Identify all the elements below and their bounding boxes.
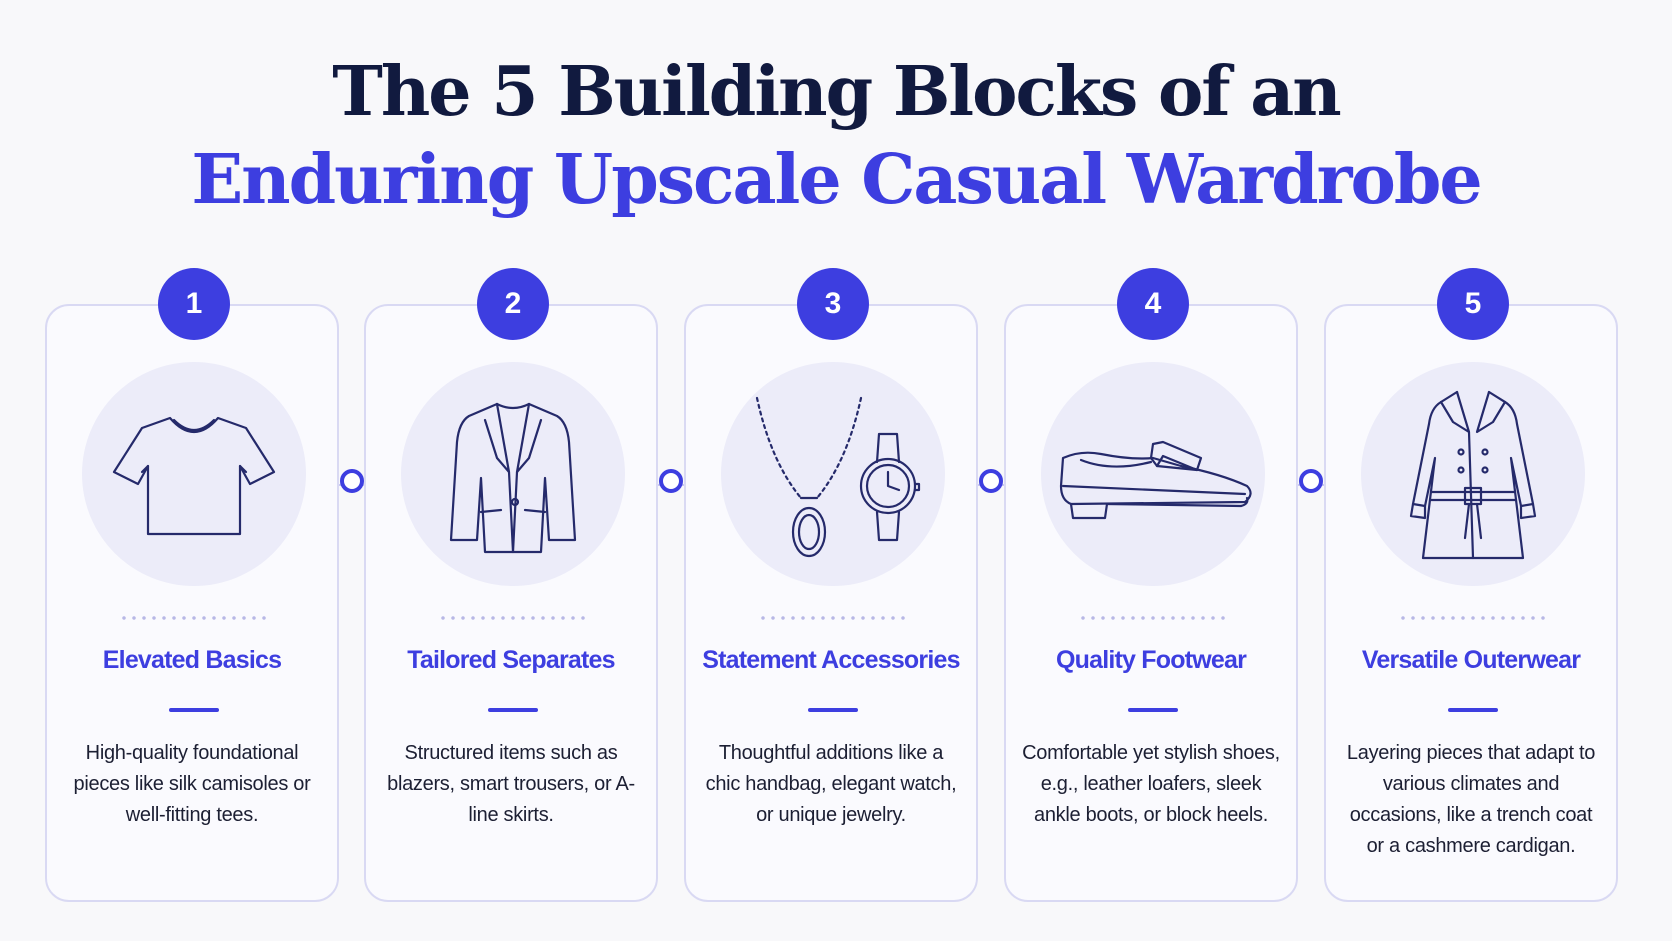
block-description: Layering pieces that adapt to various cl… (1346, 742, 1596, 857)
dotted-divider (1078, 616, 1228, 620)
block-description: Comfortable yet stylish shoes, e.g., lea… (1022, 742, 1280, 826)
dotted-divider (758, 616, 908, 620)
step-badge-5: 5 (1437, 268, 1509, 340)
dotted-divider (438, 616, 588, 620)
block-card-elevated-basics: Elevated Basics High-quality foundationa… (45, 304, 339, 902)
block-card-versatile-outerwear: Versatile Outerwear Layering pieces that… (1324, 304, 1618, 902)
title-underline (1128, 708, 1178, 712)
block-title: Quality Footwear (1055, 646, 1247, 674)
block-title: Tailored Separates (407, 646, 615, 674)
trench-coat-icon (1409, 390, 1537, 560)
block-title: Statement Accessories (702, 646, 960, 674)
block-card-tailored-separates: Tailored Separates Structured items such… (364, 304, 658, 902)
connector-node (659, 469, 683, 493)
tshirt-icon (112, 416, 276, 536)
step-badge-1: 1 (158, 268, 230, 340)
blazer-icon (449, 402, 577, 554)
necklace-watch-icon (755, 396, 921, 558)
title-line-1: The 5 Building Blocks of an (332, 52, 1342, 132)
title-underline (169, 708, 219, 712)
illustration-circle (721, 362, 945, 586)
block-title: Elevated Basics (102, 646, 282, 674)
illustration-circle (1361, 362, 1585, 586)
illustration-circle (82, 362, 306, 586)
illustration-circle (1041, 362, 1265, 586)
dotted-divider (119, 616, 269, 620)
block-card-statement-accessories: Statement Accessories Thoughtful additio… (684, 304, 978, 902)
title-underline (488, 708, 538, 712)
page-title: The 5 Building Blocks of an Enduring Ups… (0, 48, 1672, 224)
illustration-circle (401, 362, 625, 586)
block-description: Structured items such as blazers, smart … (387, 742, 635, 826)
block-title: Versatile Outerwear (1361, 646, 1581, 674)
block-description: High-quality foundational pieces like si… (73, 742, 311, 826)
step-badge-3: 3 (797, 268, 869, 340)
block-card-quality-footwear: Quality Footwear Comfortable yet stylish… (1004, 304, 1298, 902)
loafer-icon (1059, 440, 1252, 520)
dotted-divider (1398, 616, 1548, 620)
connector-node (340, 469, 364, 493)
title-underline (808, 708, 858, 712)
title-line-2: Enduring Upscale Casual Wardrobe (191, 140, 1482, 220)
step-badge-4: 4 (1117, 268, 1189, 340)
connector-node (1299, 469, 1323, 493)
block-description: Thoughtful additions like a chic handbag… (705, 742, 957, 826)
title-underline (1448, 708, 1498, 712)
step-badge-2: 2 (477, 268, 549, 340)
connector-node (979, 469, 1003, 493)
